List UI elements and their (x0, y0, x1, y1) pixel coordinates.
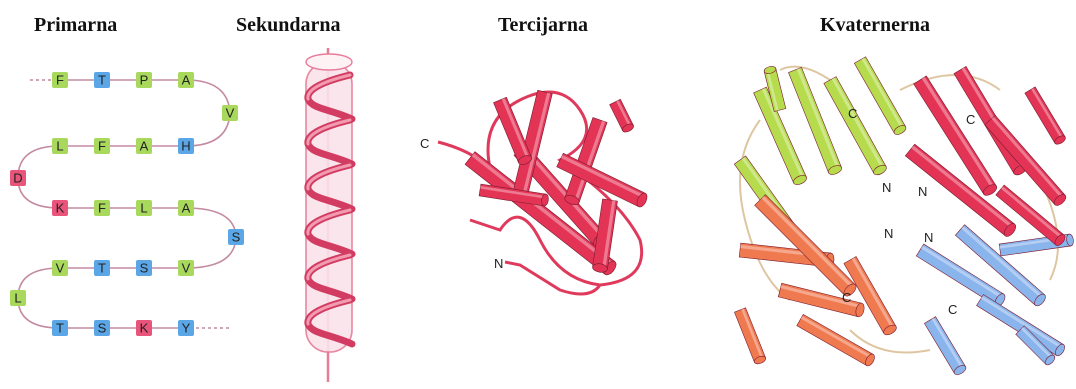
residue-box-label: S (98, 321, 107, 336)
residue-box-label: L (140, 201, 147, 216)
quaternary-terminus-label: N (924, 230, 933, 245)
quaternary-terminus-label: C (948, 302, 957, 317)
quaternary-helix (844, 257, 898, 337)
quaternary-helix (924, 317, 967, 377)
residue-box-label: A (182, 201, 191, 216)
quaternary-helix (977, 294, 1067, 357)
tertiary-c-terminus: C (420, 136, 429, 151)
quaternary-terminus-label: N (918, 184, 927, 199)
residue-box-label: V (56, 261, 65, 276)
quaternary-structure: C C N N N N C C (734, 57, 1074, 377)
residue-box-label: T (98, 73, 106, 88)
tertiary-helices (465, 90, 649, 277)
residue-box-label: A (182, 73, 191, 88)
primary-residues: F T P A L F A H K F L A V T S V T S K Y V D S L (10, 72, 244, 336)
residue-box-label: H (181, 139, 190, 154)
residue-box-label: A (140, 139, 149, 154)
residue-box-label: S (232, 230, 241, 245)
quaternary-helices (734, 57, 1074, 377)
quaternary-terminus-label: C (966, 112, 975, 127)
residue-box-label: P (140, 73, 149, 88)
quaternary-terminus-label: C (842, 290, 851, 305)
residue-box-label: T (98, 261, 106, 276)
residue-box-label: F (56, 73, 64, 88)
quaternary-terminus-label: C (848, 106, 857, 121)
residue-box-label: Y (182, 321, 191, 336)
secondary-structure (306, 48, 352, 382)
residue-box-label: V (226, 106, 235, 121)
quaternary-terminus-label: N (882, 180, 891, 195)
quaternary-loops (740, 67, 1058, 353)
tertiary-helix (610, 99, 635, 133)
tertiary-helix (494, 97, 533, 166)
residue-box-label: F (98, 139, 106, 154)
residue-box-label: L (56, 139, 63, 154)
residue-box-label: K (56, 201, 65, 216)
primary-chain-line (18, 80, 236, 328)
tertiary-structure: C N (420, 90, 649, 294)
quaternary-helix (734, 308, 766, 366)
quaternary-terminus-label: N (884, 226, 893, 241)
residue-box-label: S (140, 261, 149, 276)
residue-box-label: D (13, 171, 22, 186)
residue-box-label: K (140, 321, 149, 336)
residue-box-label: L (14, 291, 21, 306)
residue-box-label: V (182, 261, 191, 276)
residue-box-label: T (56, 321, 64, 336)
quaternary-helix (1025, 87, 1067, 146)
tertiary-n-terminus: N (494, 256, 503, 271)
helix-cylinder-top (306, 54, 352, 70)
primary-structure: F T P A L F A H K F L A V T S V T S K Y V D S L (10, 72, 244, 336)
residue-box-label: F (98, 201, 106, 216)
